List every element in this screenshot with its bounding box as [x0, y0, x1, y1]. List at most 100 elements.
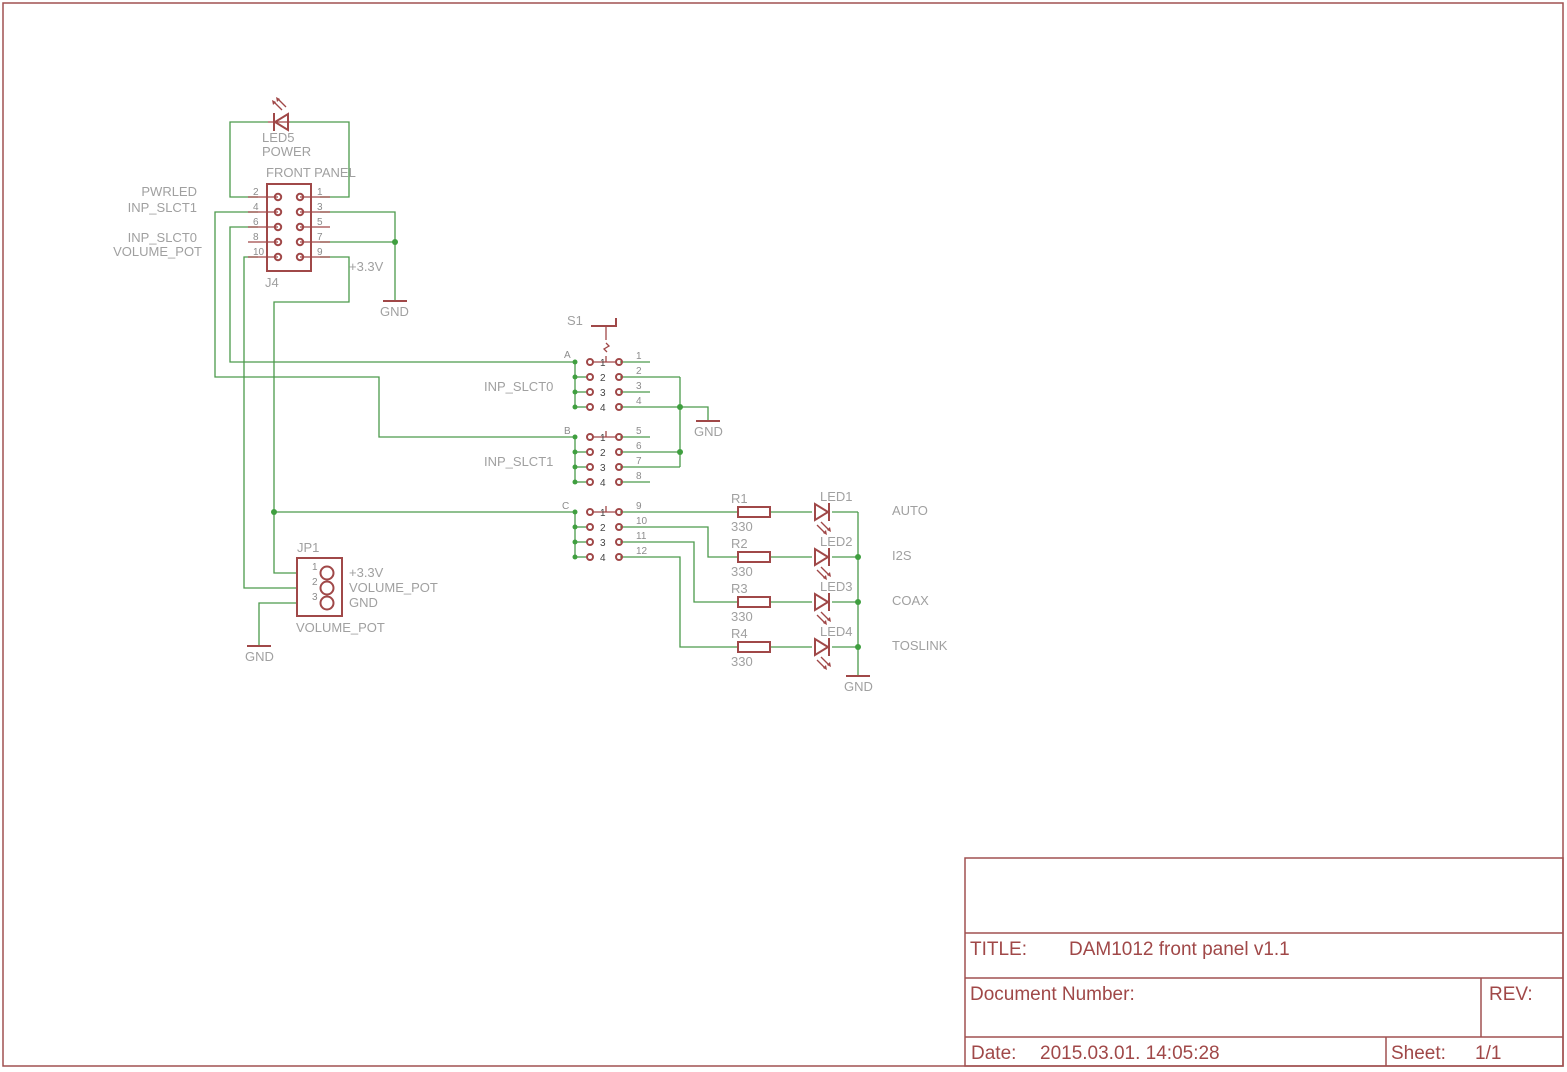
s1-inner-pin-number: 1: [600, 508, 606, 519]
j4-pin-number: 6: [253, 217, 259, 228]
led-name: LED3: [820, 579, 853, 594]
junction-dot: [572, 359, 578, 365]
s1-contact-inner: [586, 463, 594, 471]
j4-pin: [295, 252, 305, 262]
junction-dot: [572, 539, 578, 545]
s1-section-b: B: [564, 426, 571, 437]
j4-pin-number: 10: [253, 247, 265, 258]
j4-pin: [273, 222, 283, 232]
s1-outer-pin-number: 9: [636, 501, 642, 512]
resistor-value: 330: [731, 564, 753, 579]
s1-contact-inner: [586, 508, 594, 516]
s1-contact-outer: [615, 523, 623, 531]
s1-outer-pin-number: 10: [636, 516, 648, 527]
j4-value: FRONT PANEL: [266, 165, 356, 180]
resistor-r4: R4 330: [731, 626, 771, 669]
j4-pin-number: 4: [253, 202, 259, 213]
jp1-pin-number: 2: [312, 577, 318, 588]
net-label-volume-pot: VOLUME_POT: [113, 244, 202, 259]
gnd-symbol: GND: [694, 420, 723, 439]
resistor-name: R1: [731, 491, 748, 506]
junction-dot: [572, 509, 578, 515]
s1-inner-pin-number: 4: [600, 403, 606, 414]
junction-dot: [392, 239, 398, 245]
s1-contact-outer: [615, 358, 623, 366]
resistor-value: 330: [731, 654, 753, 669]
s1-contact-inner: [586, 433, 594, 441]
document-number-label: Document Number:: [970, 984, 1135, 1005]
gnd-symbol: GND: [380, 300, 409, 319]
junction-dot: [271, 509, 277, 515]
junction-dot: [572, 374, 578, 380]
jp1-pin-net: VOLUME_POT: [349, 580, 438, 595]
gnd-label: GND: [245, 649, 274, 664]
resistor-name: R4: [731, 626, 748, 641]
led-function-label: TOSLINK: [892, 638, 948, 653]
s1-contact-outer: [615, 508, 623, 516]
s1-switch: S1 A B C INP_SLCT0 INP_SLCT1 11223344152…: [484, 313, 648, 564]
s1-inner-pin-number: 4: [600, 478, 606, 489]
junction-dot: [572, 434, 578, 440]
gnd-symbol: GND: [844, 675, 873, 694]
jp1-pin-net: +3.3V: [349, 565, 384, 580]
s1-outer-pin-number: 6: [636, 441, 642, 452]
s1-outer-pin-number: 12: [636, 546, 648, 557]
s1-outer-pin-number: 2: [636, 366, 642, 377]
s1-contact-inner: [586, 358, 594, 366]
led-function-label: COAX: [892, 593, 929, 608]
j4-pin-number: 1: [317, 187, 323, 198]
s1-section-c: C: [562, 501, 569, 512]
gnd-label: GND: [380, 304, 409, 319]
j4-pin-number: 9: [317, 247, 323, 258]
s1-inner-pin-number: 3: [600, 388, 606, 399]
s1-inner-pin-number: 1: [600, 358, 606, 369]
s1-outer-pin-number: 1: [636, 351, 642, 362]
s1-contact-outer: [615, 478, 623, 486]
led-function-label: I2S: [892, 548, 912, 563]
led-name: LED1: [820, 489, 853, 504]
sheet-value: 1/1: [1475, 1043, 1501, 1064]
j4-pin-number: 7: [317, 232, 323, 243]
jp1-value: VOLUME_POT: [296, 620, 385, 635]
s1-outer-pin-number: 11: [636, 531, 647, 542]
s1-section-a: A: [564, 350, 571, 361]
s1-inner-pin-number: 1: [600, 433, 606, 444]
s1-name: S1: [567, 313, 583, 328]
j4-pin-number: 2: [253, 187, 259, 198]
net-label-pwrled: PWRLED: [141, 184, 197, 199]
j4-pin: [273, 207, 283, 217]
j4-name: J4: [265, 275, 279, 290]
j4-pin-number: 8: [253, 232, 259, 243]
led5-name: LED5: [262, 130, 295, 145]
j4-pin: [295, 222, 305, 232]
resistor-name: R2: [731, 536, 748, 551]
junction-dot: [572, 404, 578, 410]
s1-inner-pin-number: 4: [600, 553, 606, 564]
jp1-pin-net: GND: [349, 595, 378, 610]
s1-outer-pin-number: 3: [636, 381, 642, 392]
resistor-value: 330: [731, 519, 753, 534]
s1-outer-pin-number: 8: [636, 471, 642, 482]
junction-dot: [572, 554, 578, 560]
s1-inner-pin-number: 2: [600, 523, 606, 534]
j4-pin: [273, 252, 283, 262]
jp1-pin: [319, 595, 335, 611]
j4-pin: [273, 192, 283, 202]
title-block: TITLE: DAM1012 front panel v1.1 Document…: [964, 857, 1564, 1067]
s1-contact-inner: [586, 523, 594, 531]
gnd-symbol: GND: [245, 645, 274, 664]
j4-pin: [295, 207, 305, 217]
gnd-label: GND: [694, 424, 723, 439]
title-value: DAM1012 front panel v1.1: [1069, 939, 1290, 960]
s1-contact-inner: [586, 478, 594, 486]
s1-contact-inner: [586, 403, 594, 411]
